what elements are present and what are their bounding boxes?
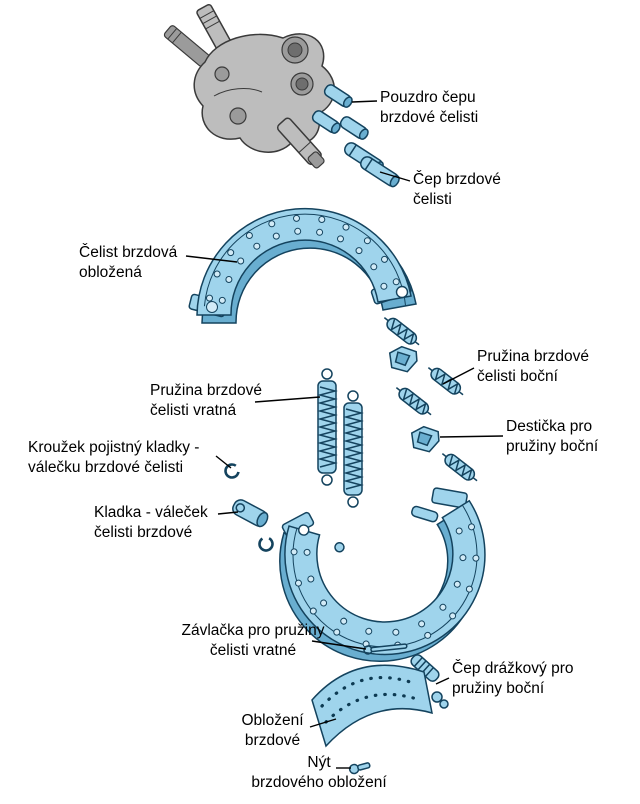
label-cep-brzdove: Čep brzdové čelisti	[413, 171, 501, 208]
part-shoe-pin-2	[360, 156, 400, 188]
leader-krouzek	[215, 455, 232, 469]
part-rivet	[348, 762, 371, 775]
leader-pouzdro	[351, 100, 378, 103]
label-pruzina-vratna: Pružina brzdové čelisti vratná	[150, 382, 263, 419]
leader-desticka	[439, 435, 504, 438]
part-retaining-ring-2	[255, 533, 277, 555]
leader-oblozeni	[309, 718, 337, 728]
part-spring-plate-2	[408, 424, 442, 454]
label-nyt: Nýt brzdového obložení	[251, 754, 387, 791]
label-oblozeni: Obložení brzdové	[241, 712, 304, 749]
label-celist-brzdova: Čelist brzdová obložená	[79, 244, 178, 281]
leader-celist	[185, 255, 238, 263]
rivet-holes-upper	[206, 214, 400, 304]
leader-lines	[185, 100, 504, 769]
part-camshaft-bracket-assembly	[163, 3, 336, 169]
part-pin-bushing-3	[339, 116, 369, 140]
part-side-spring-3	[423, 362, 468, 401]
rivet-holes-lower	[290, 523, 480, 649]
part-pin-bushing-2	[311, 110, 341, 134]
part-spring-plate-1	[386, 344, 420, 374]
label-kladka: Kladka - váleček čelisti brzdové	[94, 504, 208, 541]
part-side-spring-1	[379, 312, 424, 351]
label-cep-drazkovy: Čep drážkový pro pružiny boční	[452, 660, 574, 697]
part-cotter-pin	[363, 643, 408, 655]
part-brake-lining	[311, 664, 433, 748]
label-krouzek: Kroužek pojistný kladky - válečku brzdov…	[28, 439, 200, 476]
label-desticka: Destička pro pružiny boční	[506, 418, 599, 455]
part-return-spring-1	[317, 368, 337, 486]
leader-pruzina-vratna	[254, 396, 321, 403]
leader-cep-drazkovy	[435, 677, 450, 685]
leader-cep	[379, 171, 411, 182]
leader-kladka	[217, 511, 239, 515]
part-side-spring-4	[437, 448, 482, 487]
label-pouzdro-cepu: Pouzdro čepu brzdové čelisti	[380, 89, 479, 126]
part-pin-bushing-1	[323, 84, 353, 108]
part-return-spring-2	[343, 390, 363, 508]
part-retaining-ring-1	[221, 460, 243, 482]
part-brake-shoe-upper	[188, 207, 417, 324]
part-side-spring-2	[391, 382, 436, 421]
label-zavlacka: Závlačka pro pružiny čelisti vratné	[181, 622, 325, 659]
label-pruzina-bocni: Pružina brzdové čelisti boční	[477, 348, 590, 385]
leader-zavlacka	[311, 640, 367, 650]
part-roller	[232, 499, 269, 528]
leader-pruzina-bocni	[442, 367, 475, 385]
